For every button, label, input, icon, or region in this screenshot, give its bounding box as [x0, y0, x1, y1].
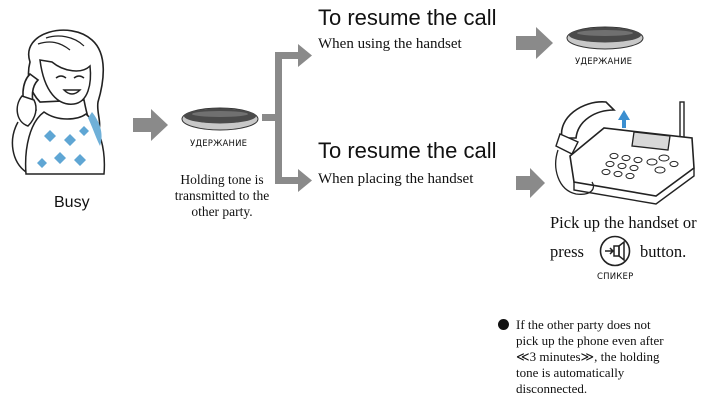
pickup-instruction-press: press	[550, 242, 584, 261]
note-line: If the other party does not	[516, 317, 651, 332]
note-line: tone is automatically	[516, 365, 625, 380]
speaker-button-label: СПИКЕР	[597, 272, 634, 282]
arrow-to-hold-button	[133, 109, 168, 141]
pickup-instruction-button: button.	[640, 242, 687, 261]
hold-button-label-resume: УДЕРЖАНИЕ	[575, 57, 633, 67]
caption-line: Holding tone is	[180, 172, 264, 187]
caption-line: transmitted to the	[174, 188, 270, 203]
note-line: ≪3 minutes≫, the holding	[516, 349, 660, 364]
branch-connector-horizontal	[262, 114, 282, 121]
note-line: pick up the phone even after	[516, 333, 664, 348]
holding-tone-caption: Holding tone is transmitted to the other…	[160, 172, 284, 220]
arrow-to-phone	[516, 168, 545, 198]
resume-heading-handset: To resume the call	[318, 5, 497, 30]
hold-button-icon-resume	[566, 26, 644, 50]
hold-button-icon	[181, 107, 259, 131]
arrow-to-resume-placed	[282, 169, 312, 192]
pickup-instruction-line1: Pick up the handset or	[550, 213, 697, 232]
resume-subtext-handset: When using the handset	[318, 36, 462, 52]
resume-subtext-placed: When placing the handset	[318, 171, 474, 187]
resume-heading-placed: To resume the call	[318, 138, 497, 163]
auto-disconnect-note: If the other party does not pick up the …	[498, 317, 725, 397]
desk-phone-illustration	[555, 101, 695, 205]
arrow-to-hold-button-resume	[516, 27, 553, 59]
arrow-to-resume-handset	[282, 44, 312, 67]
busy-label: Busy	[54, 194, 90, 211]
speaker-button-icon	[599, 235, 631, 267]
woman-on-phone-illustration	[11, 29, 106, 175]
hold-button-label: УДЕРЖАНИЕ	[190, 139, 248, 149]
caption-line: other party.	[191, 204, 253, 219]
note-line: disconnected.	[516, 381, 588, 396]
bullet-icon	[498, 319, 509, 330]
